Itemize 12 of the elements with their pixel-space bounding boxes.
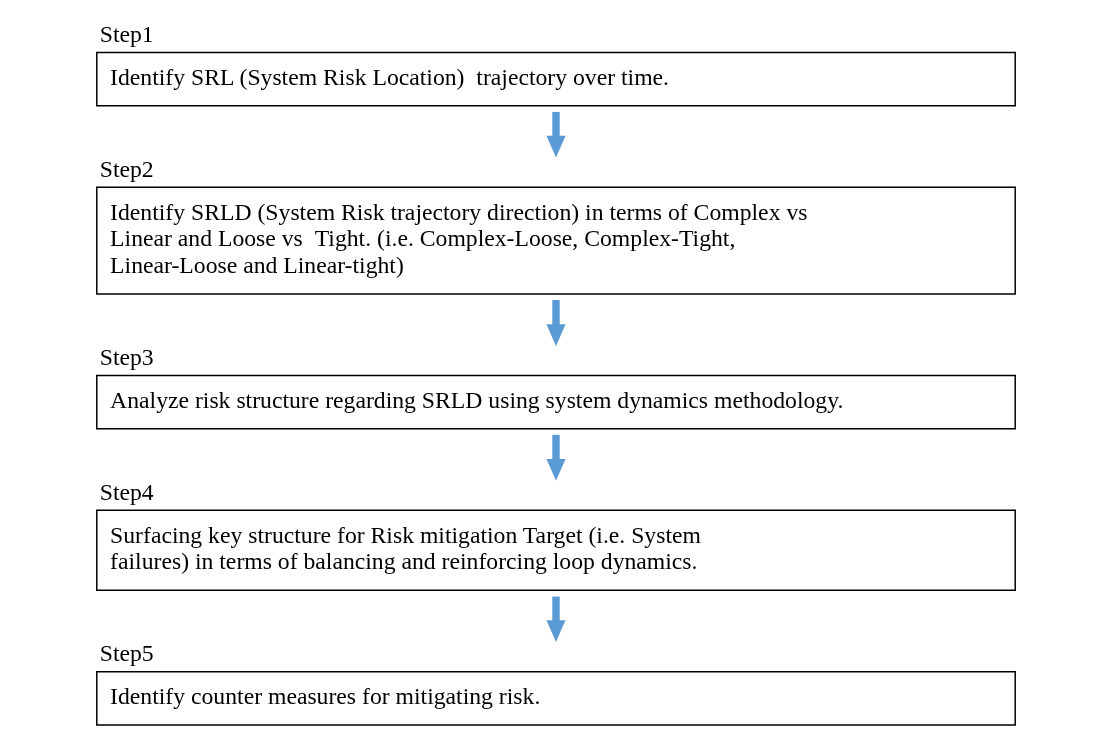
node-box: Surfacing key structure for Risk mitigation Target (i.e. System failures) in terms of balancing and reinforcing loop dynamics. <box>95 509 1016 591</box>
node-box: Identify counter measures for mitigating risk. <box>95 671 1016 726</box>
node-label: Step4 <box>99 478 154 505</box>
arrow <box>545 434 566 481</box>
node-box: Analyze risk structure regarding SRLD using system dynamics methodology. <box>95 374 1016 430</box>
node-label: Step5 <box>99 640 154 667</box>
arrow <box>545 111 566 158</box>
node-box: Identify SRLD (System Risk trajectory direction) in terms of Complex vs Linear and Loose vs Tight. (i.e. Complex-Loose, Complex-Tight, Linear-Loose and Linear-tight) <box>95 186 1016 295</box>
node-label: Step3 <box>99 343 154 370</box>
node-box: Identify SRL (System Risk Location) trajectory over time. <box>95 51 1016 107</box>
node-label: Step2 <box>99 155 154 182</box>
node-label: Step1 <box>99 20 154 47</box>
